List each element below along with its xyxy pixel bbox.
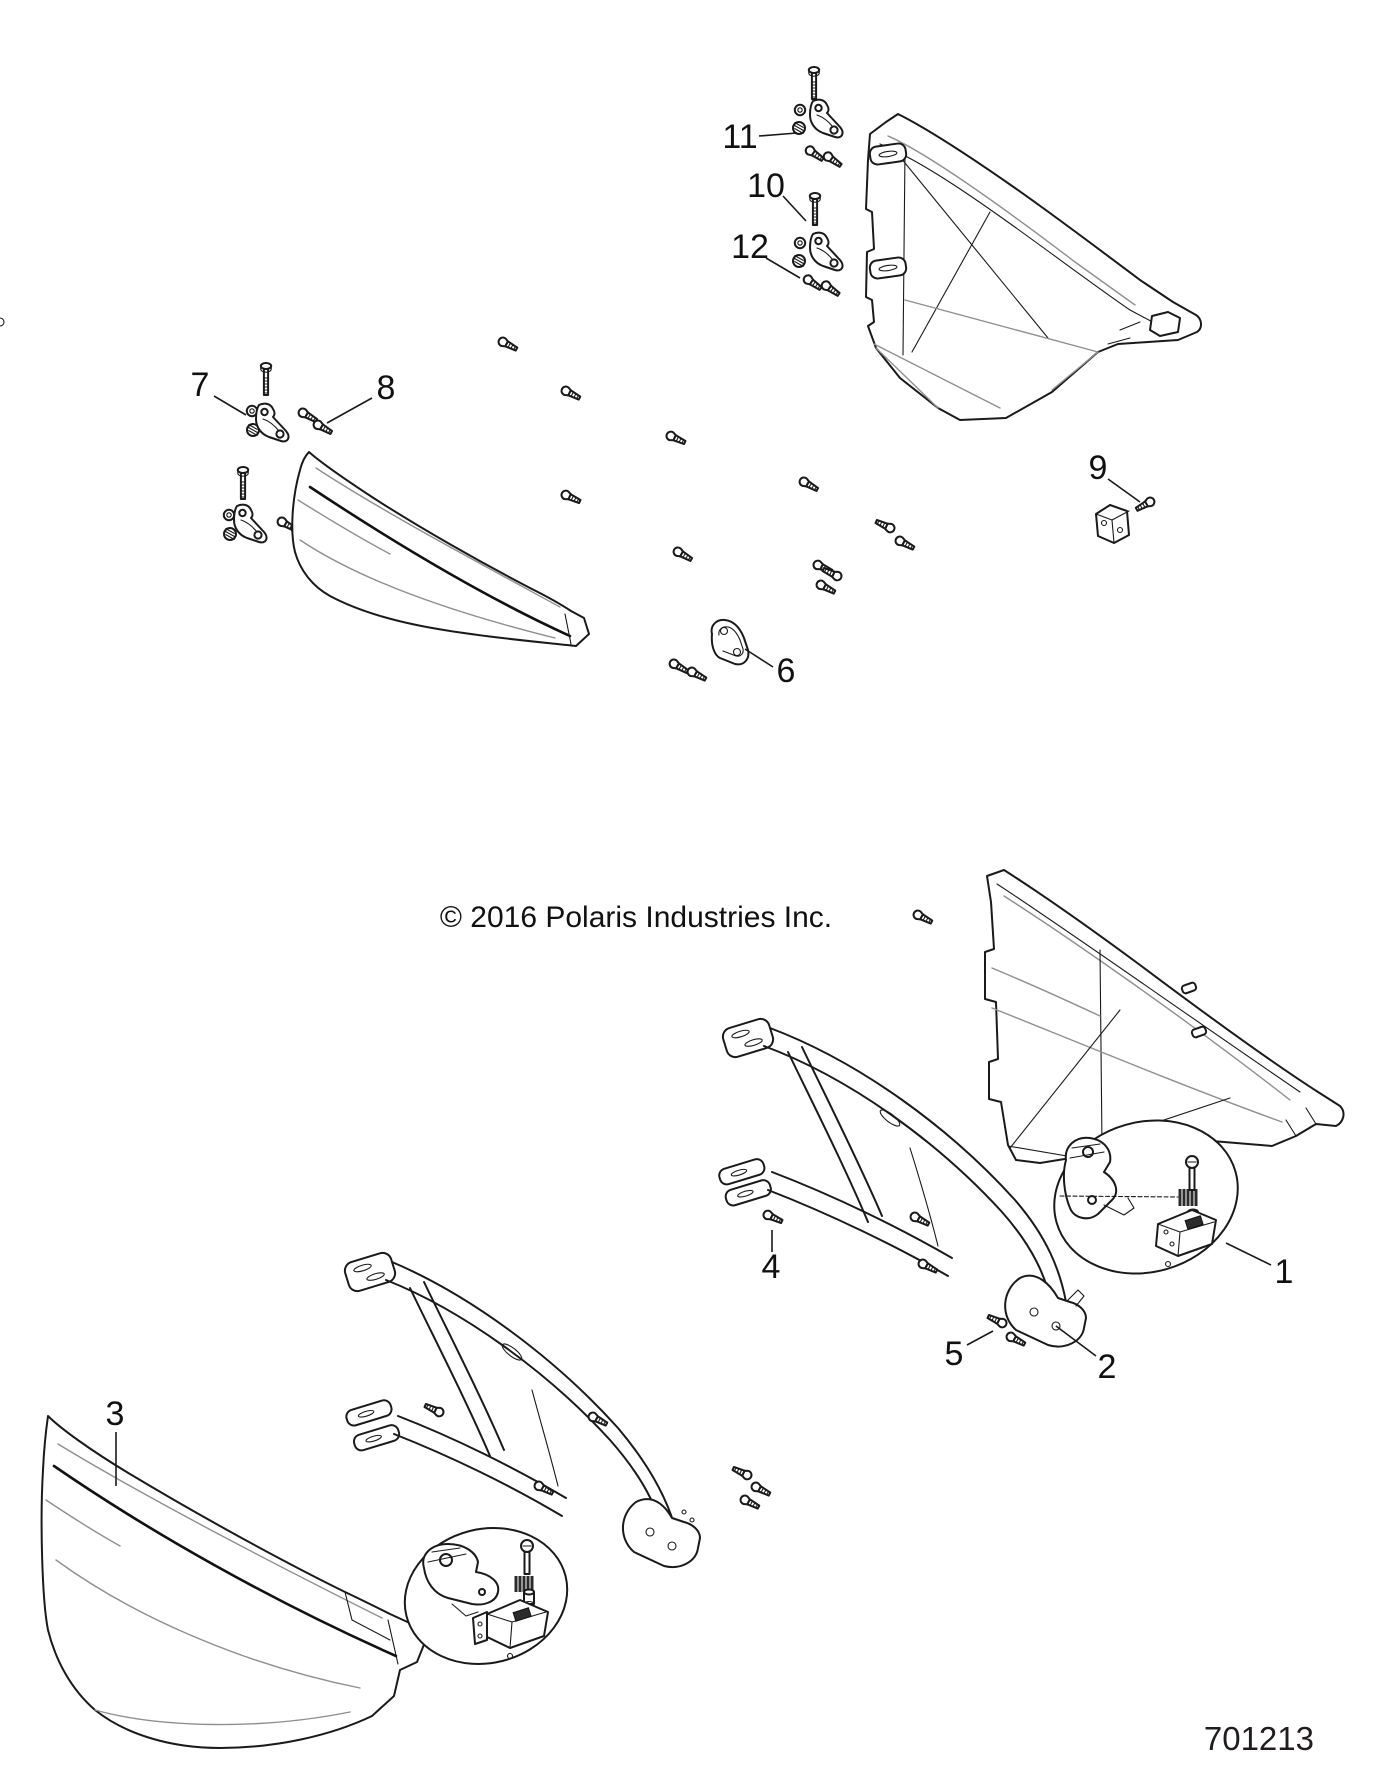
copyright-text: © 2016 Polaris Industries Inc. [440,901,832,934]
frame-mount-tab [868,256,908,280]
panel-peg [1180,981,1208,1039]
frame-latch-plate [1004,1274,1087,1348]
latch-lever [1062,1136,1118,1220]
latch-bracket [1095,494,1157,544]
frame-arm-paddle [721,1017,775,1059]
latch-bushing [523,1588,535,1608]
hinge-assembly-upper [792,66,845,170]
callout-labels: 1 2 3 4 5 6 7 8 9 10 11 12 [106,118,1294,1433]
front-door-frame-right [0,113,1202,421]
mounting-screws [496,335,917,597]
callout-6[interactable]: 6 [777,652,796,690]
front-door-outer-panel-left [291,451,590,647]
rear-door-panel-right [984,869,1345,1164]
callout-10[interactable]: 10 [747,167,785,205]
latch-detail-circle-left [403,1527,569,1665]
callout-leaders [115,132,1272,1486]
frame-latch-detail [0,311,1181,345]
rear-door-frame-tubular-left [343,1251,701,1568]
callout-7[interactable]: 7 [191,366,210,404]
front-hinge-assembly-upper [245,362,335,443]
hinge-pivot-bolt [808,192,822,226]
latch-striker-plate [667,618,750,684]
hinge-bracket [809,98,844,139]
frame-arm-fork [718,1158,772,1207]
latch-detail-circle-right [1053,1119,1239,1275]
callout-9[interactable]: 9 [1089,449,1108,487]
hinge-bracket [233,503,268,544]
callout-5[interactable]: 5 [945,1335,964,1373]
callout-12[interactable]: 12 [731,228,769,266]
rear-door-frame-tubular [718,1017,1087,1348]
callout-3[interactable]: 3 [106,1395,125,1433]
frame-mount-tab [868,142,908,166]
latch-spring [514,1576,534,1592]
callout-4[interactable]: 4 [762,1248,781,1286]
rear-door-outer-panel-left [40,1415,426,1749]
latch-block [1155,1209,1217,1268]
latch-spring [1178,1189,1198,1206]
callout-8[interactable]: 8 [377,369,396,407]
callout-2[interactable]: 2 [1098,1348,1117,1386]
rear-left-frame-screws [422,1400,773,1512]
latch-bolt [520,1539,534,1575]
hinge-assembly-lower [792,231,844,299]
frame-latch-plate [621,1498,701,1568]
hinge-bracket [255,402,290,443]
hinge-bracket [809,231,844,272]
frame-arm-fork [345,1399,401,1452]
drawing-number: 701213 [1204,1720,1314,1757]
latch-block [472,1599,549,1660]
callout-1[interactable]: 1 [1275,1253,1294,1291]
callout-11[interactable]: 11 [722,118,757,156]
frame-arm-paddle [343,1251,397,1293]
latch-bolt [1185,1155,1199,1191]
